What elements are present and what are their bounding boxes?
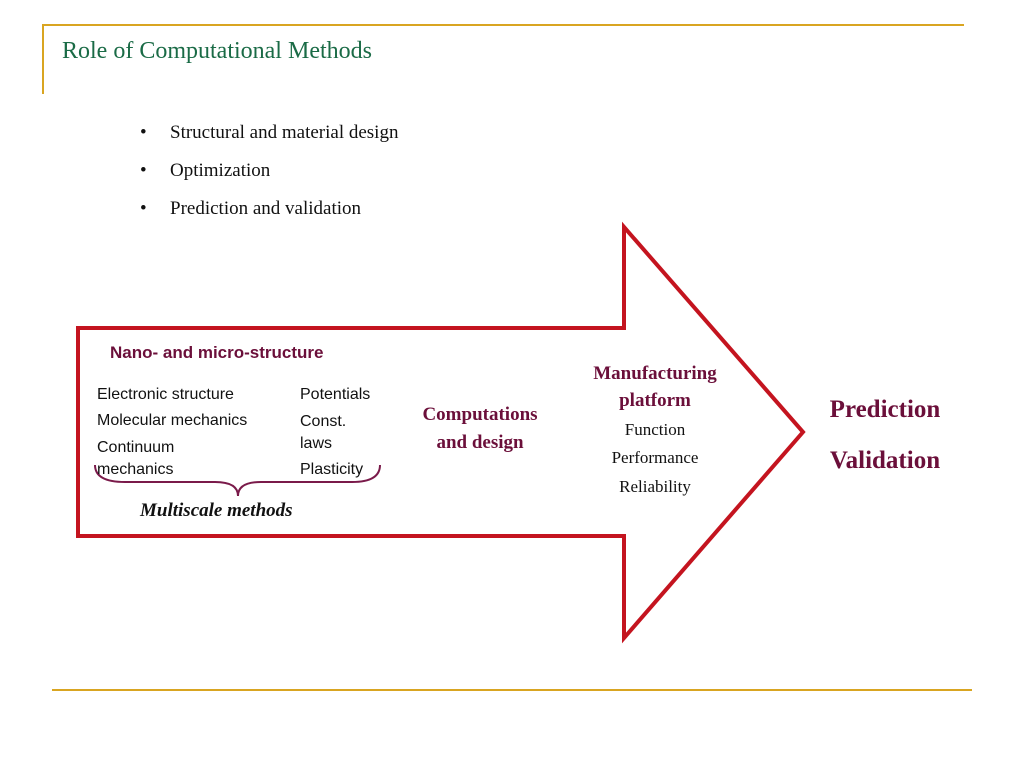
bullet-item: • Structural and material design: [140, 114, 398, 152]
bullet-text: Optimization: [170, 160, 271, 181]
and-design-line: and design: [436, 432, 524, 453]
function-label: Function: [624, 420, 686, 439]
bullet-item: • Optimization: [140, 152, 398, 190]
computations-line: Computations: [422, 404, 538, 425]
bullet-dot-icon: •: [140, 198, 147, 219]
arrow-shape: [76, 221, 806, 644]
slide-title: Role of Computational Methods: [62, 38, 372, 64]
validation-label: Validation: [829, 447, 941, 474]
manufacturing-platform-title: Manufacturing platform: [570, 360, 740, 414]
bullet-item: • Prediction and validation: [140, 190, 398, 228]
performance-label: Performance: [611, 448, 699, 467]
molecular-mechanics-label: Molecular mechanics: [97, 412, 248, 429]
electronic-structure-label: Electronic structure: [97, 386, 234, 403]
reliability-label: Reliability: [619, 477, 691, 496]
bullet-text: Prediction and validation: [170, 198, 362, 219]
platform-line: platform: [619, 390, 691, 411]
bullet-text: Structural and material design: [170, 122, 399, 143]
left-rule: [42, 24, 44, 94]
bullet-list: • Structural and material design • Optimiz…: [140, 114, 398, 228]
potentials-label: Potentials: [300, 386, 371, 403]
bullet-dot-icon: •: [140, 122, 147, 143]
manufacturing-line: Manufacturing: [593, 363, 717, 384]
plasticity-label: Plasticity: [300, 461, 364, 478]
multiscale-brace-icon: [94, 464, 381, 497]
top-rule: [42, 24, 964, 26]
const-label: Const.: [300, 413, 347, 430]
bullet-dot-icon: •: [140, 160, 147, 181]
prediction-label: Prediction: [829, 396, 941, 423]
mechanics-label: mechanics: [97, 461, 174, 478]
multiscale-methods-label: Multiscale methods: [140, 500, 293, 521]
nano-micro-heading: Nano- and micro-structure: [110, 343, 324, 362]
bottom-rule: [52, 689, 972, 691]
continuum-label: Continuum: [97, 439, 175, 456]
laws-label: laws: [300, 435, 333, 452]
computations-design-label: Computations and design: [400, 401, 560, 457]
